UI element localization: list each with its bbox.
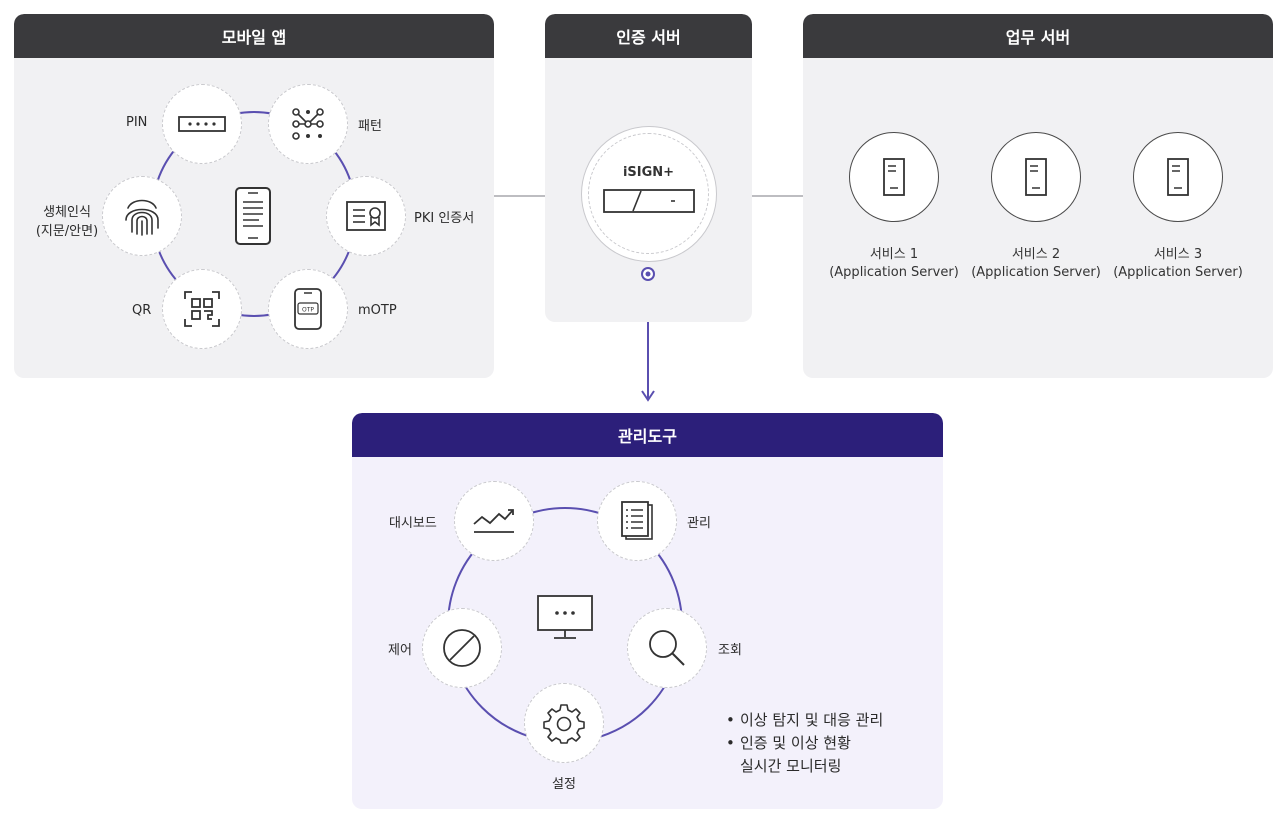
service-1-name: 서비스 1 bbox=[869, 247, 919, 262]
admin-notes: 이상 탐지 및 대응 관리 인증 및 이상 현황 실시간 모니터링 bbox=[726, 709, 883, 778]
server-unit-icon bbox=[603, 189, 695, 213]
checklist-icon bbox=[621, 501, 653, 540]
isign-node: iSIGN+ bbox=[581, 126, 717, 262]
pki-label: PKI 인증서 bbox=[414, 211, 475, 226]
admin-note-1: 이상 탐지 및 대응 관리 bbox=[726, 709, 883, 732]
prohibit-icon bbox=[443, 629, 481, 667]
admin-tool-panel: 관리도구 대시보드 관 bbox=[352, 413, 943, 809]
pin-label: PIN bbox=[126, 115, 148, 130]
pki-node bbox=[326, 176, 406, 256]
qr-node bbox=[162, 269, 242, 349]
service-2-sub: (Application Server) bbox=[971, 265, 1101, 280]
dashboard-node bbox=[454, 481, 534, 561]
business-server-panel: 업무 서버 서비스 1 (Application Server) 서비스 2 (… bbox=[803, 14, 1273, 378]
service-2-label: 서비스 2 (Application Server) bbox=[966, 246, 1106, 282]
control-label: 제어 bbox=[388, 643, 412, 658]
admin-note-2: 인증 및 이상 현황 bbox=[726, 732, 883, 755]
server-icon bbox=[883, 158, 905, 196]
auth-server-title: 인증 서버 bbox=[545, 14, 752, 58]
phone-icon bbox=[234, 186, 272, 250]
pin-node bbox=[162, 84, 242, 164]
business-server-title: 업무 서버 bbox=[803, 14, 1273, 58]
server-icon bbox=[1025, 158, 1047, 196]
admin-tool-title: 관리도구 bbox=[352, 413, 943, 457]
service-1-node bbox=[849, 132, 939, 222]
pin-icon bbox=[178, 116, 226, 132]
query-node bbox=[627, 608, 707, 688]
service-3-sub: (Application Server) bbox=[1113, 265, 1243, 280]
biometric-node bbox=[102, 176, 182, 256]
service-1-sub: (Application Server) bbox=[829, 265, 959, 280]
service-2-node bbox=[991, 132, 1081, 222]
admin-note-3: 실시간 모니터링 bbox=[740, 757, 842, 775]
pattern-label: 패턴 bbox=[358, 119, 382, 134]
monitor-icon bbox=[536, 594, 594, 646]
qr-icon bbox=[184, 291, 220, 327]
chart-trend-icon bbox=[473, 509, 514, 533]
pattern-icon bbox=[292, 108, 324, 140]
settings-node bbox=[524, 683, 604, 763]
query-label: 조회 bbox=[718, 643, 742, 658]
auth-connector-dot bbox=[641, 267, 655, 281]
service-1-label: 서비스 1 (Application Server) bbox=[824, 246, 964, 282]
motp-node: OTP bbox=[268, 269, 348, 349]
otp-phone-icon: OTP bbox=[294, 288, 322, 330]
service-3-label: 서비스 3 (Application Server) bbox=[1108, 246, 1248, 282]
manage-node bbox=[597, 481, 677, 561]
biometric-label-line1: 생체인식 bbox=[43, 205, 91, 220]
gear-icon bbox=[543, 704, 585, 744]
pattern-node bbox=[268, 84, 348, 164]
mobile-app-title: 모바일 앱 bbox=[14, 14, 494, 58]
qr-label: QR bbox=[132, 303, 152, 318]
certificate-icon bbox=[346, 201, 386, 231]
server-icon bbox=[1167, 158, 1189, 196]
control-node bbox=[422, 608, 502, 688]
dashboard-label: 대시보드 bbox=[389, 516, 437, 531]
service-3-node bbox=[1133, 132, 1223, 222]
motp-label: mOTP bbox=[358, 303, 397, 318]
auth-to-admin-arrowhead bbox=[641, 390, 655, 402]
settings-label: 설정 bbox=[552, 777, 576, 792]
mobile-app-panel: 모바일 앱 PIN bbox=[14, 14, 494, 378]
service-3-name: 서비스 3 bbox=[1153, 247, 1203, 262]
manage-label: 관리 bbox=[687, 516, 711, 531]
service-2-name: 서비스 2 bbox=[1011, 247, 1061, 262]
auth-server-panel: 인증 서버 iSIGN+ bbox=[545, 14, 752, 322]
fingerprint-icon bbox=[125, 199, 159, 236]
biometric-label-line2: (지문/안면) bbox=[35, 224, 99, 239]
otp-text: OTP bbox=[302, 307, 314, 314]
magnifier-icon bbox=[649, 630, 685, 666]
isign-product-label: iSIGN+ bbox=[622, 165, 675, 180]
